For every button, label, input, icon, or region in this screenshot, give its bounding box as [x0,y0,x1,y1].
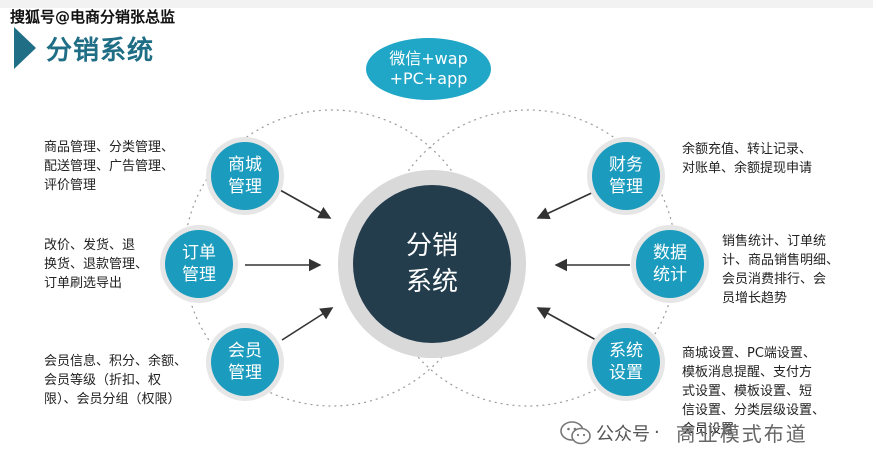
node-order-management: 订单管理 [165,230,233,298]
desc-line: 改价、发货、退 [44,238,136,253]
center-line-2: 系统 [405,267,458,297]
node-label: 会员 [228,341,262,361]
desc-line: 订单刷选导出 [44,276,123,291]
desc-line: 余额充值、转让记录、 [682,142,813,157]
desc-line: 对账单、余额提现申请 [682,161,813,176]
settings-description: 商城设置、PC端设置、 模板消息提醒、支付方 式设置、模板设置、短 信设置、分类… [682,344,825,439]
watermark-label: 公众号 [596,423,650,445]
desc-line: 评价管理 [44,178,97,193]
node-label: 设置 [609,363,643,383]
node-label: 统计 [653,265,687,285]
node-label: 商城 [228,155,262,175]
desc-line: 模板消息提醒、支付方 [682,365,813,380]
top-strip [0,0,873,8]
mall-description: 商品管理、分类管理、 配送管理、广告管理、 评价管理 [44,138,174,195]
node-label: 系统 [609,341,643,361]
channel-bubble: 微信+wap+PC+app [366,38,491,100]
arrow-finance-to-center [536,189,599,220]
node-label: 财务 [609,155,643,175]
node-label: 管理 [182,265,216,285]
source-tag: 搜狐号@电商分销张总监 [10,8,176,26]
center-node: 分销系统 [353,185,511,343]
desc-line: 商城设置、PC端设置、 [682,346,816,361]
desc-line: 配送管理、广告管理、 [44,159,175,174]
stats-description: 销售统计、订单统 计、商品销售明细、 会员消费排行、会 员增长趋势 [722,232,839,308]
desc-line: 会员消费排行、会 [722,272,827,287]
desc-line: 商品管理、分类管理、 [44,140,175,155]
arrow-member-to-center [281,307,334,341]
desc-line: 会员等级（折扣、权 [44,373,162,388]
title-block: 分销系统 [14,27,155,69]
desc-line: 限）、会员分组（权限） [44,392,181,407]
arrow-mall-to-center [279,189,332,219]
desc-line: 员增长趋势 [722,291,788,306]
channel-line-2: +PC+app [389,69,468,88]
node-label: 订单 [182,243,216,263]
desc-line: 信设置、分类层级设置、 [682,403,826,418]
chevron-icon [14,27,36,69]
finance-description: 余额充值、转让记录、 对账单、余额提现申请 [682,140,812,178]
watermark-separator: · [654,422,660,443]
node-member-management: 会员管理 [211,328,279,396]
node-data-statistics: 数据统计 [636,230,704,298]
desc-line: 计、商品销售明细、 [722,253,840,268]
node-label: 管理 [228,177,262,197]
wechat-icon [560,420,591,444]
arrow-settings-to-center [536,307,597,341]
node-label: 管理 [228,363,262,383]
desc-line: 换货、退款管理、 [44,257,149,272]
channel-line-1: 微信+wap [389,49,468,68]
desc-line: 销售统计、订单统 [722,234,827,249]
desc-line: 会员信息、积分、余额、 [44,354,188,369]
page-title: 分销系统 [46,35,155,66]
node-mall-management: 商城管理 [211,142,279,210]
watermark-account-name: 商业模式布道 [675,422,808,446]
order-description: 改价、发货、退 换货、退款管理、 订单刷选导出 [44,236,148,293]
member-description: 会员信息、积分、余额、 会员等级（折扣、权 限）、会员分组（权限） [44,352,187,409]
node-label: 数据 [653,243,687,263]
node-label: 管理 [609,177,643,197]
desc-line: 会员设置 [682,422,735,437]
watermark: 公众号 · 商业模式布道 [560,418,808,447]
center-line-1: 分销 [405,231,458,261]
node-system-settings: 系统设置 [592,328,660,396]
desc-line: 式设置、模板设置、短 [682,384,813,399]
node-finance-management: 财务管理 [592,142,660,210]
